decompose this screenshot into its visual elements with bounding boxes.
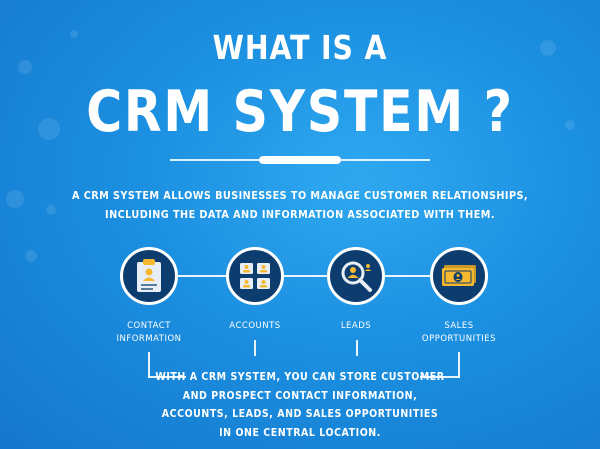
magnifier-person-icon [341,261,372,292]
node-label-line: OPPORTUNITIES [421,334,497,344]
node-label-line: ACCOUNTS [229,321,281,331]
node-connector [176,275,229,277]
node-leads [327,247,385,305]
summary-line-2: AND PROSPECT CONTACT INFORMATION, [182,389,418,402]
summary-line-1: WITH A CRM SYSTEM, YOU CAN STORE CUSTOME… [155,371,445,383]
node-accounts [226,247,284,305]
node-label-line: LEADS [340,321,372,331]
summary-line-4: IN ONE CENTRAL LOCATION. [219,426,381,439]
title-line-1: WHAT IS A [212,28,388,67]
node-label-contact-information: CONTACT INFORMATION [89,320,209,346]
description-line-2: INCLUDING THE DATA AND INFORMATION ASSOC… [105,208,495,221]
bracket-line [148,352,150,378]
title-line-2: CRM SYSTEM ? [86,79,514,145]
node-label-line: SALES [444,321,474,331]
bokeh-dot [70,30,78,38]
bracket-line [356,340,358,356]
bracket-line [148,376,186,378]
summary-text: WITH A CRM SYSTEM, YOU CAN STORE CUSTOME… [30,368,570,442]
node-label-line: INFORMATION [116,334,182,344]
node-label-line: CONTACT [127,321,171,331]
node-connector [281,275,330,277]
node-connector [383,275,433,277]
bracket-line [420,376,460,378]
node-label-leads: LEADS [296,320,416,333]
bokeh-dot [565,120,575,130]
bokeh-dot [6,190,24,208]
description: A CRM SYSTEM ALLOWS BUSINESSES TO MANAGE… [36,186,564,224]
bokeh-dot [18,60,32,74]
description-line-1: A CRM SYSTEM ALLOWS BUSINESSES TO MANAGE… [71,189,529,202]
money-bill-icon [442,265,476,286]
summary-line-3: ACCOUNTS, LEADS, AND SALES OPPORTUNITIES [161,408,439,420]
bokeh-dot [46,205,56,215]
bracket-line [458,352,460,378]
bokeh-dot [25,250,37,262]
node-sales-opportunities [430,247,488,305]
node-contact-information [120,247,178,305]
accounts-grid-icon [240,263,270,289]
bokeh-dot [540,40,556,56]
clipboard-icon [137,259,161,292]
node-label-accounts: ACCOUNTS [195,320,315,333]
title-divider-pill [259,156,341,164]
bracket-line [254,340,256,356]
node-label-sales-opportunities: SALES OPPORTUNITIES [399,320,519,346]
bokeh-dot [38,118,60,140]
